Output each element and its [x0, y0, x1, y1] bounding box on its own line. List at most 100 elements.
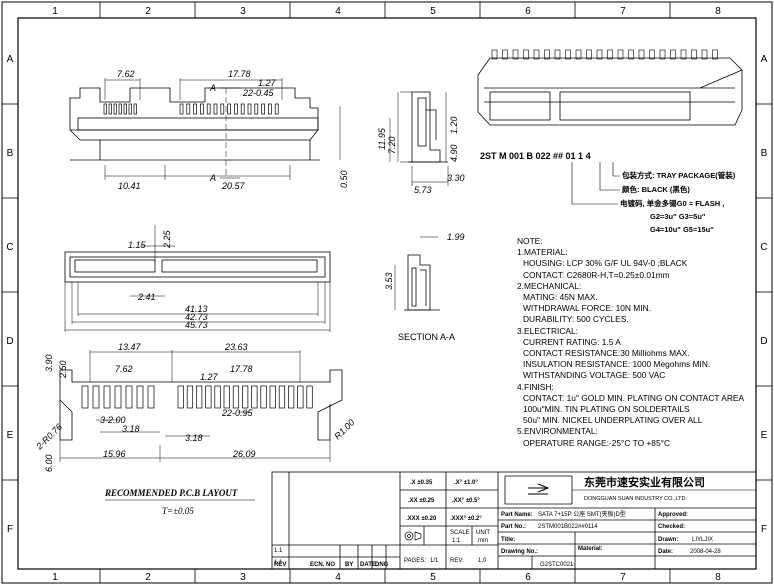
unit-label: UNIT	[476, 530, 490, 536]
pin-outline	[177, 385, 184, 409]
rev-value: 1.0	[478, 558, 487, 564]
row-label: B	[7, 148, 14, 159]
pin-outline	[638, 49, 645, 60]
dim-label: 3.18	[122, 424, 140, 434]
pin-outline	[278, 385, 286, 409]
pin-outline	[205, 385, 212, 409]
pin-outline	[92, 385, 100, 409]
pin-outline	[118, 103, 122, 115]
pin-outline	[649, 49, 655, 60]
dim-label: 0.50	[339, 170, 349, 188]
dim-label: 2.50	[58, 360, 68, 379]
part-no: 2STM001B022##0114	[538, 524, 598, 530]
title-block	[271, 471, 757, 570]
note-line: INSULATION RESISTANCE: 1000 Megohms MIN.	[523, 359, 711, 370]
pages-value: 1/1	[430, 558, 439, 564]
pin-outline	[240, 103, 245, 115]
part-no-label: Part No.:	[501, 524, 526, 530]
drawing-no: G2STC0021	[540, 562, 574, 568]
section-view	[394, 236, 440, 311]
isometric-pins	[491, 49, 718, 60]
rev-header: DNG	[375, 562, 389, 568]
pin-outline	[659, 49, 666, 60]
pin-outline	[628, 49, 634, 60]
col-label: 6	[525, 6, 531, 17]
pin-outline	[147, 385, 155, 409]
dim-label: 23.63	[224, 342, 248, 352]
pin-outline	[586, 49, 592, 60]
note-line: CONTACT RESISTANCE:30 Milliohms MAX.	[523, 348, 690, 359]
drawn-by: LIYLJIX	[692, 537, 713, 543]
dim-label: 11.95	[377, 127, 387, 150]
part-code-pack: 包装方式: TRAY PACKAGE(管装)	[621, 170, 736, 180]
pin-outline	[288, 385, 295, 409]
note-line: HOUSING: LCP 30% G/F UL 94V-0 ;BLACK	[523, 258, 688, 269]
front-pins	[103, 103, 279, 115]
row-label: C	[760, 242, 767, 253]
pin-outline	[269, 385, 276, 409]
dim-label: 6.00	[44, 454, 54, 472]
part-code-g2: G2=3u" G3=5u"	[650, 212, 706, 221]
scale-label: SCALE	[450, 530, 470, 536]
dim-label: 26.09	[232, 449, 256, 459]
pin-outline	[214, 385, 221, 409]
row-label: A	[761, 54, 768, 65]
pin-outline	[268, 103, 272, 115]
pin-outline	[712, 49, 718, 60]
part-code-g4: G4=10u" G5=15u"	[650, 225, 714, 234]
pin-outline	[103, 385, 111, 409]
company-name: 东莞市速安实业有限公司	[584, 475, 705, 489]
col-label: 7	[620, 572, 626, 583]
section-marker: A	[209, 83, 216, 93]
dim-label: 22-0.45	[242, 88, 275, 98]
pin-outline	[206, 103, 211, 115]
dim-label: 41.13	[185, 304, 208, 314]
pin-outline	[123, 103, 127, 115]
dim-label: 3.30	[447, 173, 465, 183]
dim-label: 7.20	[387, 136, 397, 154]
isometric-view	[477, 57, 743, 126]
dim-label: 45.73	[185, 320, 208, 330]
title-label: Title:	[501, 537, 515, 543]
pin-outline	[260, 385, 267, 409]
dim-label: 5.73	[414, 185, 432, 195]
pin-outline	[103, 103, 107, 115]
dim-label: 7.62	[115, 364, 133, 374]
pin-outline	[274, 103, 279, 115]
dim-label: 1.99	[447, 232, 465, 242]
row-label: E	[7, 430, 14, 441]
section-marker: A	[209, 173, 216, 183]
dim-label: 1.20	[449, 116, 459, 134]
dim-label: 1.27	[200, 372, 219, 382]
dim-label: 20.57	[221, 181, 246, 191]
pin-outline	[670, 49, 676, 60]
note-line: 2.MECHANICAL:	[517, 280, 582, 291]
pin-outline	[247, 103, 252, 115]
note-line: CONTACT: C2680R-H,T=0.25±0.01mm	[523, 269, 670, 280]
pin-outline	[196, 385, 203, 409]
pin-outline	[596, 49, 603, 60]
col-label: 1	[52, 6, 58, 17]
part-code-color: 颜色: BLACK (黑色)	[622, 184, 690, 194]
row-label: F	[7, 524, 13, 535]
date-value: 2008-04-28	[690, 549, 721, 555]
scale-value: 1:1	[452, 538, 461, 544]
dim-label: 17.78	[230, 364, 253, 374]
note-line: 50u" MIN. NICKEL UNDERPLATING OVER ALL	[523, 415, 703, 426]
pin-outline	[234, 103, 238, 115]
pin-outline	[136, 385, 144, 409]
dim-label: 7.62	[117, 69, 135, 79]
col-label: 2	[145, 572, 151, 583]
note-line: CURRENT RATING: 1.5 A	[523, 336, 621, 347]
part-code-plating: 电镀码, 单金多锡G0 = FLASH ,	[620, 198, 724, 208]
side-view	[389, 91, 449, 186]
pin-outline	[186, 103, 191, 115]
dim-label: 2.41	[137, 292, 156, 302]
pin-outline	[179, 103, 184, 115]
note-line: MATING: 45N MAX.	[523, 292, 598, 303]
dim-label: 4.90	[449, 144, 459, 162]
col-label: 4	[335, 6, 341, 17]
dim-label: 22-0.95	[221, 408, 254, 418]
note-line: 3.ELECTRICAL:	[517, 325, 578, 336]
dim-label: 3.53	[384, 272, 394, 290]
